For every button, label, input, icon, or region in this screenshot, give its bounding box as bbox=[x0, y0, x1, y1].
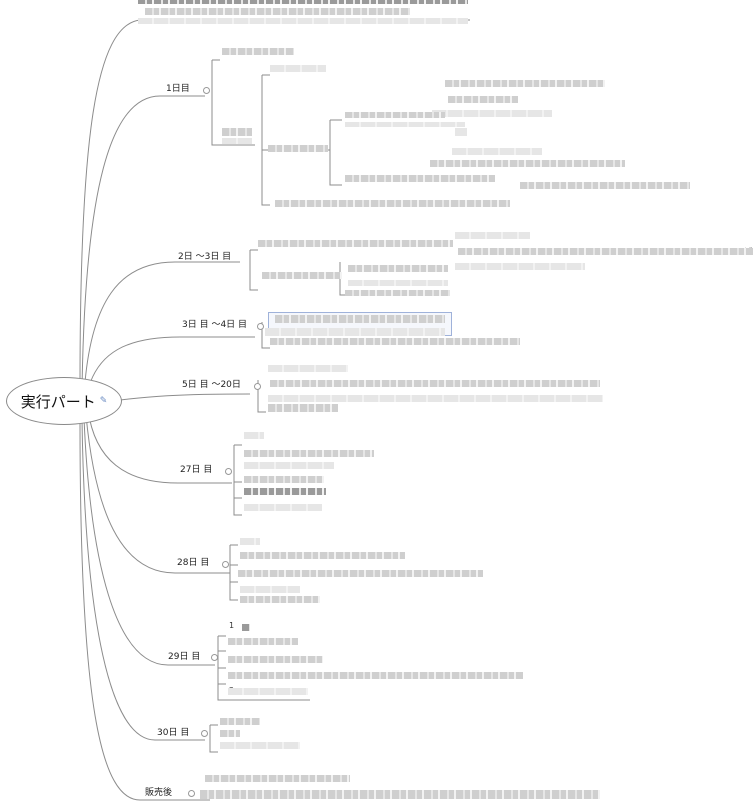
blurred-text-35 bbox=[244, 450, 374, 457]
day29-item-prefix: 1 bbox=[229, 621, 235, 630]
branch-day3-4[interactable]: 3日 目 ～4日 目 bbox=[182, 320, 248, 330]
blurred-text-6 bbox=[222, 138, 252, 144]
blurred-text-53 bbox=[205, 775, 350, 782]
blurred-text-24 bbox=[262, 272, 342, 279]
blurred-text-50 bbox=[220, 718, 260, 725]
collapse-toggle-day27[interactable] bbox=[225, 468, 232, 475]
branch-after-sale[interactable]: 販売後 bbox=[145, 788, 173, 798]
blurred-text-1 bbox=[145, 8, 410, 15]
blurred-text-14 bbox=[452, 148, 542, 155]
blurred-text-43 bbox=[240, 586, 300, 593]
blurred-text-52 bbox=[220, 742, 300, 749]
blurred-text-29 bbox=[270, 338, 520, 345]
blurred-text-16 bbox=[345, 175, 495, 182]
collapse-toggle-day1[interactable] bbox=[203, 87, 210, 94]
blurred-text-26 bbox=[345, 290, 450, 296]
collapse-toggle-day30[interactable] bbox=[201, 730, 208, 737]
blurred-text-5 bbox=[222, 128, 252, 136]
blurred-text-3 bbox=[222, 48, 294, 55]
blurred-text-18 bbox=[275, 200, 510, 207]
blurred-text-13 bbox=[268, 145, 328, 152]
blurred-text-46 bbox=[228, 638, 298, 645]
blurred-text-41 bbox=[240, 552, 405, 559]
branch-day5-20[interactable]: 5日 目 ～20日 bbox=[182, 380, 241, 390]
blurred-text-47 bbox=[228, 656, 323, 663]
blurred-text-27 bbox=[275, 315, 445, 323]
collapse-toggle-day28[interactable] bbox=[222, 561, 229, 568]
root-label: 実行パート bbox=[20, 392, 96, 411]
branch-day2-3[interactable]: 2日 ～3日 目 bbox=[178, 252, 232, 262]
blurred-text-48 bbox=[228, 672, 523, 679]
blurred-text-28 bbox=[265, 328, 445, 336]
blurred-text-42 bbox=[238, 570, 483, 577]
blurred-text-11 bbox=[345, 122, 465, 127]
blurred-text-32 bbox=[268, 395, 603, 402]
blurred-text-22 bbox=[455, 263, 585, 270]
blurred-text-54 bbox=[200, 790, 600, 799]
blurred-text-15 bbox=[430, 160, 625, 167]
blurred-text-2 bbox=[138, 18, 468, 24]
blurred-text-0 bbox=[138, 0, 468, 4]
blurred-text-33 bbox=[268, 404, 338, 412]
blurred-text-23 bbox=[348, 265, 448, 272]
blurred-text-38 bbox=[244, 488, 326, 495]
blurred-text-49 bbox=[228, 688, 308, 695]
root-node[interactable]: 実行パート ✎ bbox=[6, 377, 122, 425]
blurred-text-40 bbox=[240, 538, 260, 545]
blurred-text-8 bbox=[448, 96, 518, 103]
blurred-text-21 bbox=[458, 248, 753, 255]
blurred-text-44 bbox=[240, 596, 320, 603]
blurred-text-30 bbox=[268, 365, 348, 372]
blurred-text-20 bbox=[455, 232, 530, 239]
branch-day27[interactable]: 27日 目 bbox=[180, 465, 213, 475]
branch-day1[interactable]: 1日目 bbox=[166, 84, 190, 94]
branch-day29[interactable]: 29日 目 bbox=[168, 652, 201, 662]
branch-day28[interactable]: 28日 目 bbox=[177, 558, 210, 568]
blurred-text-12 bbox=[455, 128, 467, 136]
blurred-text-10 bbox=[345, 112, 445, 118]
blurred-text-45 bbox=[242, 624, 250, 631]
blurred-text-7 bbox=[445, 80, 605, 87]
blurred-text-9 bbox=[432, 110, 552, 117]
note-icon[interactable]: ✎ bbox=[99, 396, 108, 406]
blurred-text-4 bbox=[270, 65, 326, 72]
collapse-toggle-after-sale[interactable] bbox=[188, 790, 195, 797]
blurred-text-37 bbox=[244, 476, 324, 483]
blurred-text-25 bbox=[348, 280, 448, 286]
blurred-text-51 bbox=[220, 730, 240, 737]
blurred-text-19 bbox=[258, 240, 453, 247]
blurred-text-36 bbox=[244, 462, 334, 469]
branch-day30[interactable]: 30日 目 bbox=[157, 728, 190, 738]
collapse-toggle-day5-20[interactable] bbox=[254, 383, 261, 390]
collapse-toggle-day29[interactable] bbox=[211, 654, 218, 661]
collapse-toggle-day3-4[interactable] bbox=[257, 323, 264, 330]
blurred-text-39 bbox=[244, 504, 322, 511]
blurred-text-17 bbox=[520, 182, 690, 189]
blurred-text-31 bbox=[270, 380, 600, 387]
blurred-text-34 bbox=[244, 432, 264, 439]
